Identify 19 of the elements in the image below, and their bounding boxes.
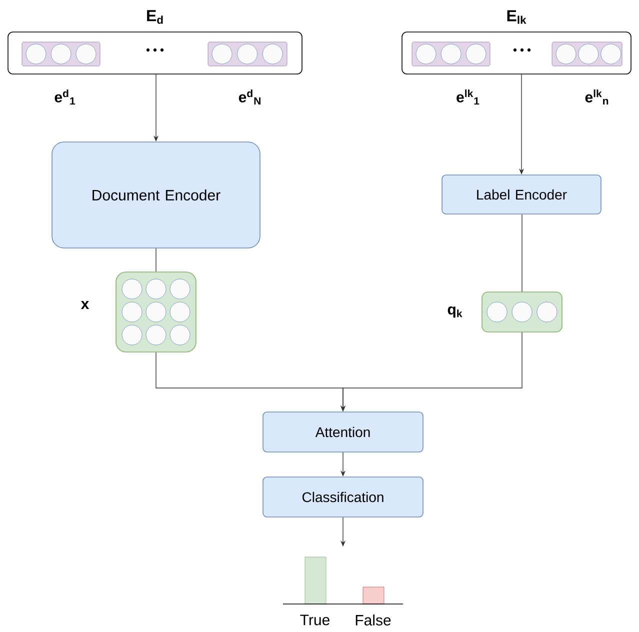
process-box: Classification (262, 476, 424, 518)
vector-label: x (80, 301, 90, 309)
title-text: E$_{d}$ (147, 10, 163, 24)
process-box: Attention (262, 412, 424, 452)
vector-box (482, 292, 562, 332)
vector-label: e$^{d}$N (238, 89, 260, 105)
title-text: E$_{lk}$ (507, 10, 526, 24)
process-box: Label Encoder (442, 174, 602, 214)
bar-chart-drawing (282, 556, 404, 604)
embedding-bank-box (402, 32, 632, 74)
vector-label: e$^{lk}$1 (456, 89, 480, 105)
matrix-box (116, 272, 196, 352)
vector-label: e$^{d}$1 (54, 89, 75, 105)
encoder-box: Document Encoder (52, 142, 260, 248)
embedding-bank-box (8, 32, 302, 74)
vector-label: e$^{lk}$n (585, 90, 608, 104)
vector-label: q$_{k}$ (448, 306, 462, 318)
bar-label: True (300, 614, 330, 626)
bar-label: False (356, 614, 391, 626)
